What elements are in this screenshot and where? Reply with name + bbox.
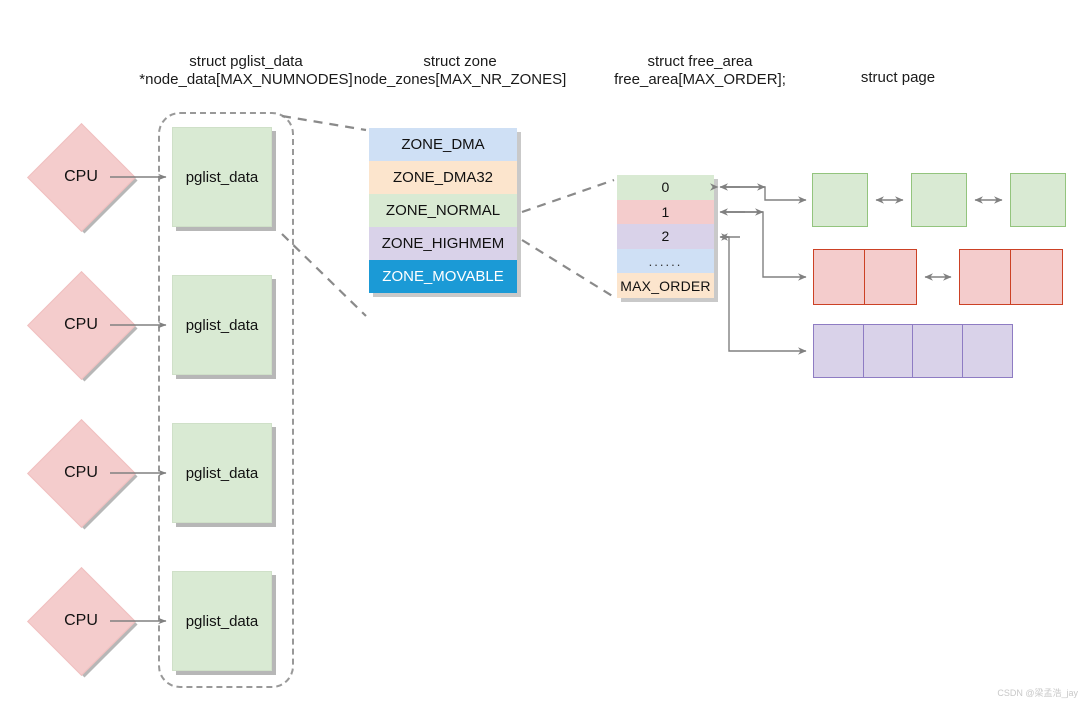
heading-line-1: struct zone [423, 53, 497, 70]
page-block-order0-a[interactable] [812, 173, 868, 227]
page-cell [1011, 174, 1065, 226]
heading-line-2: *node_data[MAX_NUMNODES] [139, 71, 353, 88]
free-area-incoming-arrowheads [719, 183, 745, 241]
watermark: CSDN @梁孟浩_jay [997, 688, 1078, 698]
zone-to-free-area-connector [521, 178, 615, 298]
page-block-order1-b[interactable] [959, 249, 1063, 305]
zone-row-highmem[interactable]: ZONE_HIGHMEM [369, 227, 517, 260]
free-area-stack: 0 1 2 ...... MAX_ORDER [617, 175, 714, 298]
heading-line-2: node_zones[MAX_NR_ZONES] [353, 71, 567, 88]
free-area-row-0[interactable]: 0 [617, 175, 714, 200]
page-cell [865, 250, 916, 304]
heading-line-1: struct free_area [647, 53, 753, 70]
page-cell [960, 250, 1011, 304]
node-data-container [158, 112, 294, 688]
cpu-label: CPU [64, 464, 98, 481]
cpu-node-3[interactable]: CPU [27, 419, 138, 530]
free-area-row-1[interactable]: 1 [617, 199, 714, 225]
zone-row-dma32[interactable]: ZONE_DMA32 [369, 161, 517, 194]
page-cell [913, 325, 963, 377]
heading-line-1: struct pglist_data [189, 53, 303, 70]
zone-row-normal[interactable]: ZONE_NORMAL [369, 194, 517, 227]
cpu-node-1[interactable]: CPU [27, 123, 138, 234]
pglist-to-zone-connector [281, 114, 367, 317]
heading-line-1: struct page [860, 69, 936, 86]
cpu-label: CPU [64, 316, 98, 333]
free-area-order0-link [710, 183, 807, 204]
page-cell [912, 174, 966, 226]
free-area-order1-link [722, 208, 807, 281]
cpu-label: CPU [64, 168, 98, 185]
page-block-order0-b[interactable] [911, 173, 967, 227]
heading-zone: struct zone node_zones[MAX_NR_ZONES] [330, 53, 590, 89]
cpu-node-2[interactable]: CPU [27, 271, 138, 382]
heading-page: struct page [790, 69, 1006, 87]
free-area-row-max-order[interactable]: MAX_ORDER [617, 273, 714, 298]
page-cell [814, 250, 865, 304]
page-block-order2-a[interactable] [813, 324, 1013, 378]
free-area-order2-link [721, 233, 807, 355]
zone-stack: ZONE_DMA ZONE_DMA32 ZONE_NORMAL ZONE_HIG… [369, 128, 517, 293]
page-block-order1-a[interactable] [813, 249, 917, 305]
heading-free-area: struct free_area free_area[MAX_ORDER]; [585, 53, 815, 89]
page-cell [1011, 250, 1062, 304]
heading-pglist-data: struct pglist_data *node_data[MAX_NUMNOD… [98, 53, 394, 89]
free-area-row-ellipsis: ...... [617, 248, 714, 274]
page-cell [963, 325, 1013, 377]
pglist-data-box-4[interactable]: pglist_data [172, 571, 272, 671]
free-area-row-2[interactable]: 2 [617, 224, 714, 249]
page-cell [864, 325, 913, 377]
pglist-data-box-2[interactable]: pglist_data [172, 275, 272, 375]
zone-row-movable[interactable]: ZONE_MOVABLE [369, 260, 517, 293]
page-block-order0-c[interactable] [1010, 173, 1066, 227]
cpu-node-4[interactable]: CPU [27, 567, 138, 678]
page-cell [813, 174, 867, 226]
pglist-data-box-3[interactable]: pglist_data [172, 423, 272, 523]
cpu-label: CPU [64, 612, 98, 629]
page-cell [814, 325, 864, 377]
heading-line-2: free_area[MAX_ORDER]; [614, 71, 786, 88]
pglist-data-box-1[interactable]: pglist_data [172, 127, 272, 227]
zone-row-dma[interactable]: ZONE_DMA [369, 128, 517, 161]
